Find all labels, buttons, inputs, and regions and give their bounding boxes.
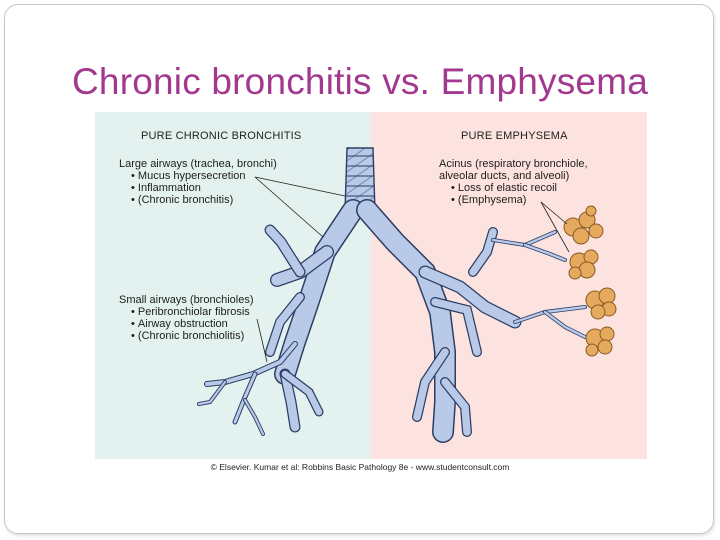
acinus-bullet-2: (Emphysema) xyxy=(439,194,526,207)
small-airways-bullet-3: (Chronic bronchiolitis) xyxy=(119,330,244,343)
figure-credit: © Elsevier. Kumar et al: Robbins Basic P… xyxy=(210,462,510,472)
alveoli-clusters xyxy=(563,205,617,357)
acinus-label-line-2: alveolar ducts, and alveoli) xyxy=(439,170,570,182)
large-airways-bullet-3: (Chronic bronchitis) xyxy=(119,194,233,207)
small-airways-bullet-2: Airway obstruction xyxy=(119,318,228,331)
small-airways-label: Small airways (bronchioles) xyxy=(119,294,254,306)
left-panel-heading: PURE CHRONIC BRONCHITIS xyxy=(141,130,302,142)
large-airways-bullet-2: Inflammation xyxy=(119,182,201,195)
alveoli-cluster-upper xyxy=(563,205,604,245)
acinus-label-line-1: Acinus (respiratory bronchiole, xyxy=(439,158,588,170)
acinus-bullet-1: Loss of elastic recoil xyxy=(439,182,557,195)
leader-lines xyxy=(254,176,570,363)
alveoli-cluster-lower-2 xyxy=(585,326,615,357)
left-bronchial-tree xyxy=(197,199,364,436)
slide-title: Chronic bronchitis vs. Emphysema xyxy=(72,61,648,102)
right-bronchial-tree xyxy=(356,199,587,443)
large-airways-label: Large airways (trachea, bronchi) xyxy=(119,158,277,170)
alveoli-cluster-lower xyxy=(585,287,617,320)
airway-tree-illustration xyxy=(197,147,617,443)
alveoli-cluster-upper-2 xyxy=(568,249,599,280)
large-airways-bullet-1: Mucus hypersecretion xyxy=(119,170,246,183)
right-panel-heading: PURE EMPHYSEMA xyxy=(461,130,568,142)
bronchitis-emphysema-figure: PURE CHRONIC BRONCHITIS Large airways (t… xyxy=(95,112,647,459)
small-airways-bullet-1: Peribronchiolar fibrosis xyxy=(119,306,250,319)
